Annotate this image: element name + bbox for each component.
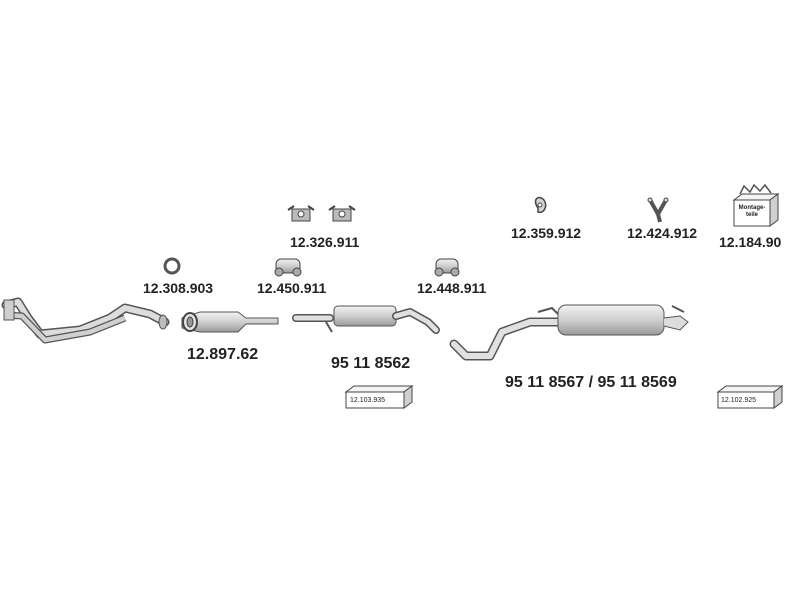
- downpipe-label: 12.897.62: [187, 346, 259, 363]
- mounting-kit-box: [732, 183, 780, 227]
- catalytic-converter-part: [181, 311, 279, 333]
- mounting-kit-label: 12.184.90: [719, 234, 782, 250]
- rear-silencer-part: [449, 304, 689, 361]
- downpipe-part: [1, 297, 170, 344]
- box-1: [344, 385, 414, 409]
- clamp-1-label: 12.450.911: [257, 280, 327, 296]
- bracket-part: [647, 197, 669, 223]
- box-1-label: 12.103.935: [350, 397, 386, 404]
- rubber-mounts-part: [287, 205, 356, 222]
- middle-silencer-label: 95 11 8562: [331, 355, 411, 372]
- clamp-1-part: [274, 258, 302, 277]
- box-2-label: 12.102.925: [721, 397, 757, 404]
- middle-silencer-part: [292, 305, 440, 334]
- gasket-part: [163, 257, 181, 275]
- mounting-kit-box-text: Montage- teile: [738, 205, 766, 218]
- hanger-part: [534, 196, 547, 214]
- box-2: [716, 385, 784, 409]
- gasket-label: 12.308.903: [143, 280, 214, 296]
- clamp-2-part: [434, 258, 460, 277]
- rear-silencer-label: 95 11 8567 / 95 11 8569: [505, 374, 677, 391]
- rubber-mounts-label: 12.326.911: [290, 234, 360, 250]
- clamp-2-label: 12.448.911: [417, 280, 487, 296]
- bracket-label: 12.424.912: [627, 225, 698, 241]
- hanger-label: 12.359.912: [511, 225, 582, 241]
